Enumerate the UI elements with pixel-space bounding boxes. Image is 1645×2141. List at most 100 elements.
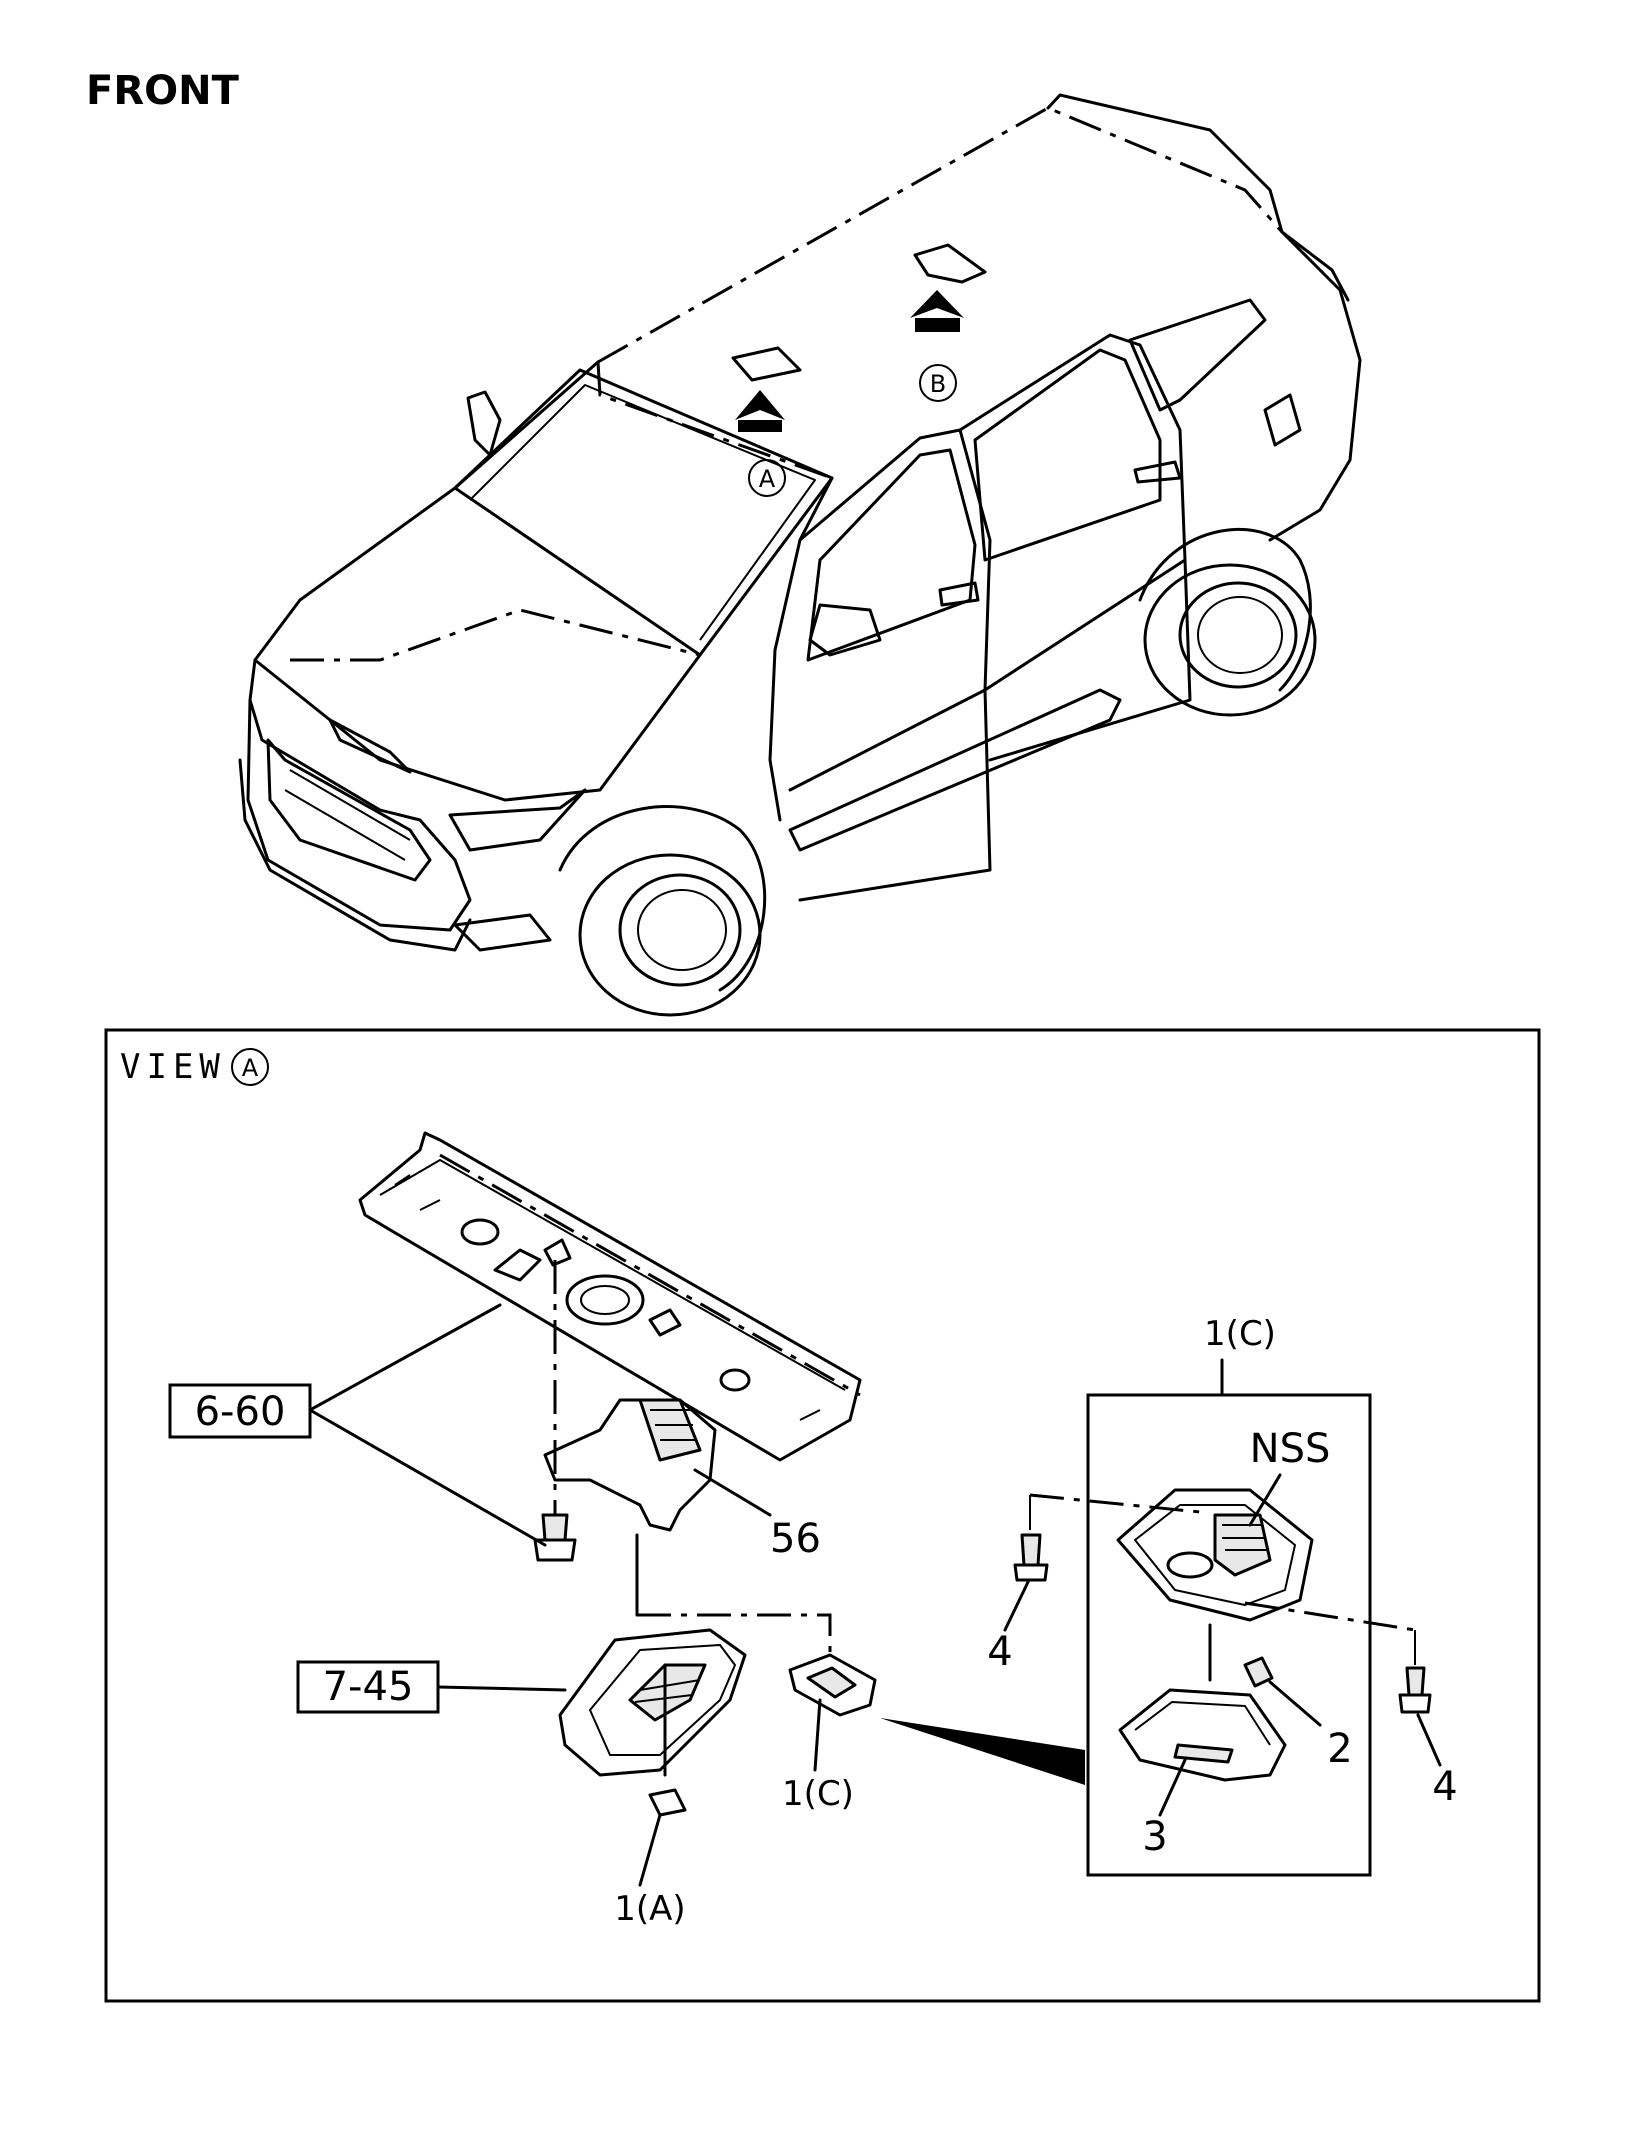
label-1c-detail: 1(C) [1204, 1314, 1276, 1354]
view-label: VIEW [120, 1047, 226, 1087]
grille-bar-2 [284, 789, 406, 861]
header-hole-1 [460, 1218, 500, 1246]
lens-3 [1118, 1688, 1287, 1782]
leader-1c-small [813, 1698, 822, 1772]
header-hole-2 [719, 1368, 751, 1392]
leader-6-60-bolt [308, 1408, 547, 1547]
bracket-56-ribs [650, 1409, 697, 1441]
bulb-1a [648, 1788, 687, 1817]
lens-1c-small-inner [806, 1666, 857, 1699]
marker-b-circle [919, 364, 957, 402]
hood-dashed [290, 608, 701, 662]
roof-header-panel [358, 1131, 862, 1462]
screw-4-left-shank [1020, 1533, 1042, 1567]
fuel-door [1263, 393, 1302, 447]
label-1c-small: 1(C) [782, 1774, 854, 1814]
screw-4-right [1398, 1666, 1432, 1714]
nss-frame-inner [1134, 1504, 1296, 1606]
nss-switch-block [1213, 1513, 1272, 1577]
vehicle-illustration: A B [238, 93, 1362, 1017]
nss-lamp-socket [1166, 1551, 1214, 1579]
windshield-inner [469, 384, 816, 641]
roof-front-dashed [596, 361, 833, 480]
leader-4-right [1416, 1713, 1442, 1767]
screw-4-left-head [1013, 1563, 1049, 1582]
leader-2 [1268, 1680, 1322, 1727]
view-marker-label: A [242, 1054, 259, 1082]
label-nss: NSS [1250, 1426, 1331, 1472]
rear-body [1268, 230, 1362, 542]
view-a-frame [104, 1028, 1541, 2003]
rear-door-handle [1133, 460, 1182, 484]
screw-4-left [1013, 1533, 1049, 1582]
marker-a-circle [748, 459, 786, 497]
front-door-handle [938, 581, 980, 607]
label-2: 2 [1327, 1726, 1352, 1772]
lens-3-body [1118, 1688, 1287, 1782]
roof-dashed-line [597, 106, 1284, 364]
rear-window-glass [973, 348, 1162, 562]
rear-rim [1178, 581, 1298, 689]
lens-3-slot [1173, 1743, 1234, 1764]
label-3: 3 [1142, 1814, 1167, 1860]
lamp-housing [558, 1628, 747, 1777]
leader-4-left [1003, 1580, 1030, 1632]
header-hole-center-inner [580, 1285, 630, 1315]
front-emblem [328, 718, 412, 774]
label-1a: 1(A) [614, 1889, 685, 1929]
arrow-b-base-icon [915, 318, 960, 332]
quarter-window [1128, 298, 1267, 412]
bracket-56-connector [638, 1398, 702, 1462]
front-fascia [246, 658, 472, 932]
view-marker-circle [231, 1048, 269, 1086]
front-wheel-arch [558, 805, 767, 992]
screw-4-right-head [1398, 1693, 1432, 1714]
rear-door-window [958, 333, 1187, 692]
header-clip [543, 1238, 572, 1267]
leader-1a [638, 1813, 662, 1887]
nss-switch-ribs [1222, 1524, 1267, 1551]
headlight [448, 788, 587, 852]
label-6-60: 6-60 [195, 1389, 286, 1435]
a-pillar-side [768, 476, 834, 822]
bracket-56 [543, 1398, 717, 1532]
marker-b-label: B [930, 370, 946, 398]
leader-3 [1158, 1758, 1187, 1817]
bolt-shank [541, 1513, 569, 1542]
header-panel-dash [439, 1153, 861, 1397]
screw-4-right-dash [1244, 1601, 1416, 1632]
leader-nss [1248, 1473, 1282, 1527]
label-4-right: 4 [1432, 1764, 1457, 1810]
lens-1c-small [788, 1653, 877, 1717]
detail-pointer-wedge [880, 1718, 1085, 1785]
screw-4-right-shank [1405, 1666, 1426, 1697]
front-door-lower [798, 688, 992, 902]
rear-rim-inner [1197, 596, 1283, 674]
fog-light [453, 913, 552, 952]
roof-lamp-b-cutout [913, 243, 987, 284]
rear-door-lower [988, 558, 1192, 762]
leader-56 [693, 1468, 772, 1517]
arrow-b-icon [910, 290, 964, 318]
front-rim [618, 873, 742, 987]
lower-bumper [238, 758, 472, 952]
front-door-window [788, 428, 992, 792]
header-tab-2 [648, 1308, 682, 1337]
grille [266, 738, 432, 882]
rear-wheel-arch [1138, 528, 1312, 692]
bulb-2 [1243, 1656, 1274, 1688]
front-tire [578, 853, 762, 1017]
screw-4-left-dash [1029, 1493, 1201, 1514]
side-step [788, 688, 1122, 852]
lamp-housing-lens [628, 1663, 707, 1722]
header-hole-center [565, 1274, 645, 1326]
label-7-45: 7-45 [323, 1664, 414, 1710]
roof-lamp-a-cutout [731, 346, 802, 382]
bracket-56-body [543, 1398, 717, 1532]
arrow-a-base-icon [738, 420, 782, 432]
header-details [394, 1174, 821, 1421]
detail-box-1c [1086, 1393, 1372, 1877]
rear-tire [1143, 563, 1317, 717]
lens-3-rim [1134, 1701, 1271, 1746]
